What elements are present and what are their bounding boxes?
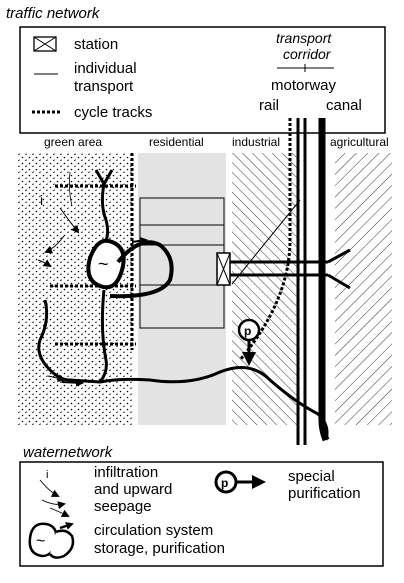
water-legend-heading: waternetwork: [23, 444, 114, 461]
special-label-2: purification: [288, 485, 361, 502]
motorway-line: [296, 118, 307, 445]
green-area-zone: [18, 153, 133, 425]
rail-label: rail: [259, 97, 279, 114]
rail-cycle-track: [238, 118, 292, 361]
map-infiltration-mark: i: [40, 192, 43, 208]
cycle-tracks-map: [50, 153, 136, 350]
purification-on-map: [237, 318, 261, 366]
industrial-road: [231, 199, 301, 285]
canal-line: [318, 118, 330, 442]
legend-tilde-mark: ~: [36, 533, 45, 550]
corridor-bracket: [277, 64, 334, 72]
zone-label-green: green area: [44, 135, 102, 149]
station-symbol: [33, 36, 57, 52]
map-purification-mark: p: [244, 324, 251, 338]
station-on-map: [216, 252, 231, 286]
infiltration-label-3: seepage: [94, 498, 152, 515]
special-label-1: special: [288, 468, 335, 485]
water-network-map: [37, 169, 329, 441]
corridor-label-2: corridor: [283, 46, 332, 62]
circulation-label-1: circulation system: [94, 522, 213, 539]
cycle-tracks-label: cycle tracks: [74, 104, 152, 121]
infiltration-legend-symbol: [39, 479, 70, 517]
traffic-legend-box: [19, 26, 386, 134]
legend-p-mark: p: [221, 476, 228, 490]
road-to-agricultural: [230, 248, 351, 290]
circulation-legend-symbol: [28, 522, 75, 559]
special-purification-symbol: [214, 470, 266, 494]
canal-label: canal: [326, 97, 362, 114]
station-label: station: [74, 36, 118, 53]
zone-label-residential: residential: [149, 135, 204, 149]
traffic-legend-heading: traffic network: [6, 5, 101, 22]
circulation-label-2: storage, purification: [94, 540, 225, 557]
water-legend-box: [19, 461, 384, 567]
residential-zone: [138, 153, 226, 425]
zone-label-industrial: industrial: [232, 135, 280, 149]
zone-label-agricultural: agricultural: [330, 135, 389, 149]
individual-transport-label-1: individual: [74, 60, 137, 77]
agricultural-zone: [335, 153, 392, 425]
legend-i-mark: i: [46, 469, 48, 481]
infiltration-label-1: infiltration: [94, 464, 158, 481]
infiltration-label-2: and upward: [94, 481, 172, 498]
corridor-label-1: transport: [276, 30, 332, 46]
individual-transport-label-2: transport: [74, 78, 134, 95]
map-circulation-mark: ~: [98, 254, 109, 274]
motorway-label: motorway: [271, 77, 337, 94]
